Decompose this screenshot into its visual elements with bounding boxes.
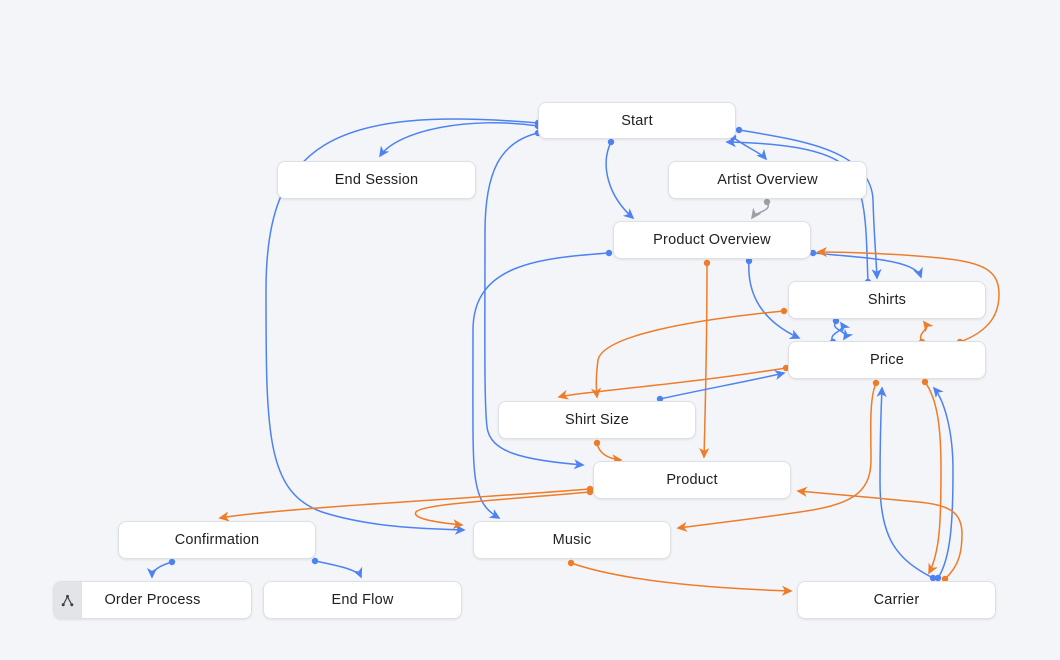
node-start[interactable]: Start [538,102,736,139]
node-label: Artist Overview [717,172,818,188]
node-order-process[interactable]: Order Process [53,581,252,619]
edge-source-dot [586,488,594,496]
edge-artist-overview-to-product-overview [751,198,771,220]
edge-start-to-end-session [379,122,542,158]
node-label: End Session [334,172,419,188]
node-label: Carrier [873,592,920,608]
edge-source-dot [872,379,880,387]
edge-start-to-product-overview [605,138,635,220]
node-product-overview[interactable]: Product Overview [613,221,811,259]
node-confirmation[interactable]: Confirmation [118,521,316,559]
node-label: Order Process [104,592,201,608]
edge-start-to-shirts [735,126,882,280]
edge-shirts-to-price [832,317,854,341]
edge-product-overview-to-music [472,249,613,519]
node-artist-overview[interactable]: Artist Overview [668,161,867,199]
edge-source-dot [745,257,753,265]
edge-source-dot [780,307,788,315]
edge-source-dot [735,126,743,134]
node-price[interactable]: Price [788,341,986,379]
edge-start-to-artist-overview [729,133,768,161]
edge-shirt-size-to-product [593,439,623,465]
edge-carrier-to-price [876,386,937,582]
node-label: Shirt Size [564,412,630,428]
edge-source-dot [605,249,613,257]
edge-source-dot [921,378,929,386]
edge-confirmation-to-end-flow [311,557,363,579]
edge-source-dot [809,249,817,257]
edge-carrier-to-product [796,486,963,583]
node-label: Confirmation [174,532,260,548]
edge-source-dot [593,439,601,447]
edge-shirt-size-to-price [656,370,786,403]
edge-source-dot [311,557,319,565]
edge-source-dot [168,558,176,566]
edge-source-dot [567,559,575,567]
edge-source-dot [941,575,949,583]
edge-carrier-to-price [932,386,954,582]
edge-source-dot [703,259,711,267]
edge-product-to-confirmation [218,485,594,522]
node-end-flow[interactable]: End Flow [263,581,462,619]
edge-product-overview-to-shirts [809,249,923,279]
edge-product-overview-to-price [745,257,801,339]
edge-source-dot [763,198,771,206]
edge-source-dot [782,364,790,372]
node-shirts[interactable]: Shirts [788,281,986,319]
edge-price-to-music [676,379,880,532]
edge-source-dot [656,395,664,403]
edge-source-dot [929,574,937,582]
edge-confirmation-to-order-process [146,558,176,579]
node-label: Music [552,532,592,548]
node-music[interactable]: Music [473,521,671,559]
edge-source-dot [607,138,615,146]
node-end-session[interactable]: End Session [277,161,476,199]
edge-price-to-shirt-size [557,364,790,400]
flow-icon [54,582,82,618]
edge-product-to-music [414,488,594,530]
edge-source-dot [934,574,942,582]
edge-music-to-carrier [567,559,793,596]
edge-price-to-carrier [921,378,942,575]
node-label: Start [621,112,653,129]
node-label: Price [869,352,905,368]
node-label: Product Overview [653,232,771,248]
node-product[interactable]: Product [593,461,791,499]
node-label: Product [666,472,718,488]
node-label: Shirts [867,292,907,308]
node-label: End Flow [331,592,394,608]
edge-source-dot [832,317,840,325]
node-carrier[interactable]: Carrier [797,581,996,619]
edge-shirts-to-shirt-size [590,307,788,399]
node-shirt-size[interactable]: Shirt Size [498,401,696,439]
edge-product-overview-to-product [699,259,711,459]
